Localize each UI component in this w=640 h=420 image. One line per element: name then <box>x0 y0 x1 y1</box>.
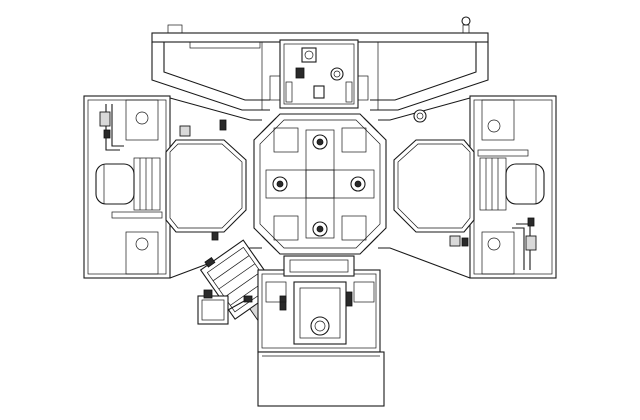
right-module <box>378 95 557 279</box>
bottom-module <box>257 255 385 407</box>
lower-left-actuator <box>197 289 253 325</box>
central-chamber <box>253 113 387 255</box>
top-frame <box>151 16 489 111</box>
top-module <box>269 39 369 109</box>
left-module <box>83 95 262 279</box>
